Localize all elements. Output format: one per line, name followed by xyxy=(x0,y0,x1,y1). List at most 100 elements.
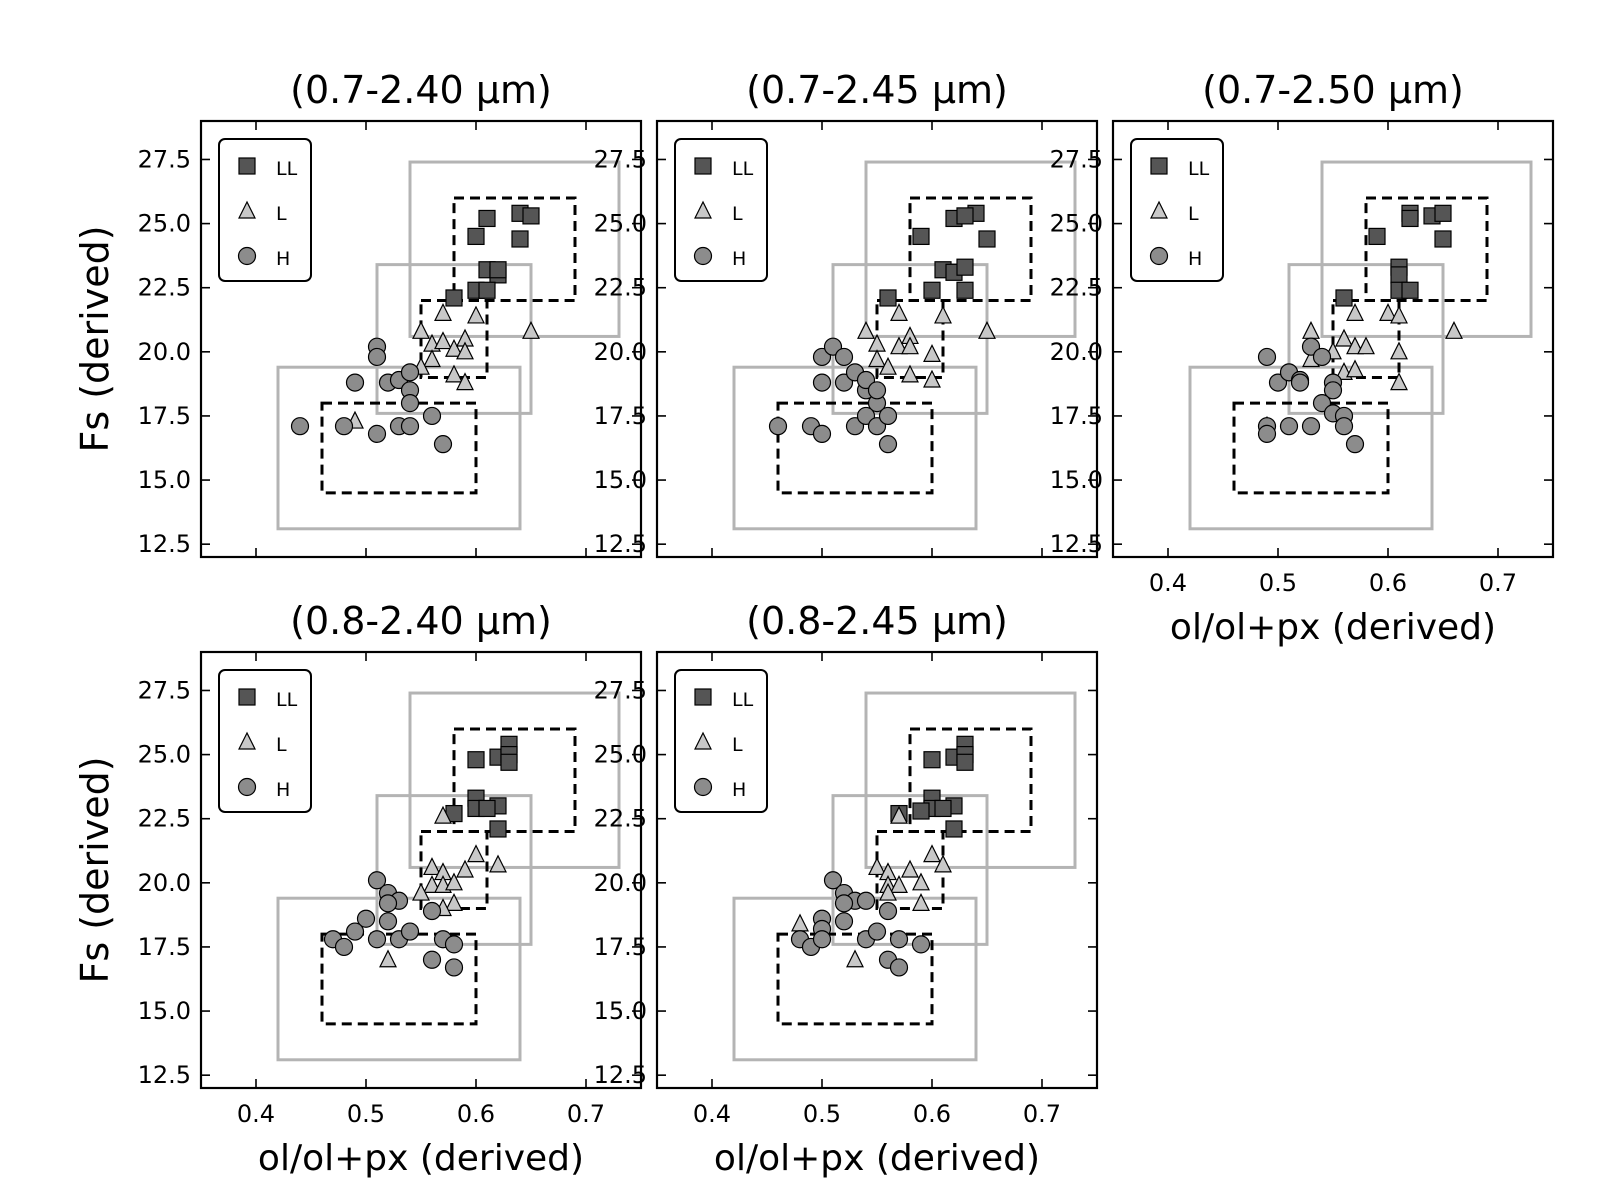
point-H xyxy=(768,417,788,436)
point-LL xyxy=(1401,281,1419,299)
x-axis-label: ol/ol+px (derived) xyxy=(714,1138,1040,1179)
point-L xyxy=(456,372,474,391)
point-H xyxy=(422,406,442,426)
point-LL xyxy=(522,207,540,225)
series-L xyxy=(346,303,540,429)
x-axis-label: ol/ol+px (derived) xyxy=(1170,607,1496,648)
point-LL xyxy=(467,227,485,246)
y-tick-label: 27.5 xyxy=(1050,145,1103,173)
point-H xyxy=(812,373,832,392)
point-H xyxy=(334,937,354,957)
panel-title: (0.8-2.45 μm) xyxy=(746,599,1008,643)
axes-frame xyxy=(655,119,1099,559)
legend-label-LL: LL xyxy=(732,158,754,180)
legend-marker-H xyxy=(693,246,713,266)
y-tick-label: 17.5 xyxy=(594,402,647,430)
legend-box xyxy=(674,138,768,282)
point-LL xyxy=(923,751,941,769)
point-LL xyxy=(912,802,930,820)
legend-marker-H xyxy=(1149,246,1169,266)
point-L xyxy=(522,320,540,339)
point-H xyxy=(345,373,365,392)
point-H xyxy=(367,424,387,443)
y-tick-label: 15.0 xyxy=(138,997,191,1025)
point-L xyxy=(423,875,441,893)
y-tick-label: 12.5 xyxy=(594,1061,647,1089)
y-axis-label: Fs (derived) xyxy=(73,225,117,452)
point-L xyxy=(1335,328,1353,347)
point-LL xyxy=(511,230,529,248)
point-LL xyxy=(489,261,507,279)
x-tick-label: 0.7 xyxy=(567,1100,605,1128)
point-H xyxy=(889,930,909,949)
point-H xyxy=(867,381,887,400)
series-H xyxy=(323,871,464,977)
panel-4: (0.8-2.40 μm)12.515.017.520.022.525.027.… xyxy=(73,599,643,1179)
legend-label-H: H xyxy=(732,248,746,270)
legend-marker-H xyxy=(237,777,257,797)
point-H xyxy=(400,394,420,413)
point-H xyxy=(290,417,310,436)
y-tick-label: 27.5 xyxy=(594,145,647,173)
y-tick-label: 15.0 xyxy=(1050,466,1103,494)
x-tick-label: 0.4 xyxy=(693,1100,731,1128)
dashed-region-box xyxy=(776,932,934,1026)
point-L xyxy=(445,872,463,891)
point-L xyxy=(868,349,886,368)
dashed-region-box xyxy=(776,401,934,495)
point-H xyxy=(444,958,464,977)
point-LL xyxy=(445,289,463,307)
point-LL xyxy=(478,209,496,228)
point-L xyxy=(912,892,930,911)
legend-label-H: H xyxy=(1188,248,1202,270)
point-LL xyxy=(1335,289,1353,307)
point-L xyxy=(1379,303,1397,321)
point-L xyxy=(445,364,463,383)
point-L xyxy=(901,364,919,383)
point-H xyxy=(356,909,376,928)
legend-marker-L xyxy=(238,200,256,219)
point-L xyxy=(923,844,941,863)
dashed-region-box xyxy=(320,932,478,1026)
point-L xyxy=(1390,341,1408,360)
point-L xyxy=(890,875,908,893)
point-H xyxy=(834,912,854,931)
y-tick-label: 17.5 xyxy=(1050,402,1103,430)
point-H xyxy=(823,871,843,890)
solid-region-box xyxy=(864,691,1077,869)
legend-label-L: L xyxy=(1188,203,1199,225)
y-tick-label: 20.0 xyxy=(138,338,191,366)
point-H xyxy=(345,922,365,941)
point-H xyxy=(856,891,876,910)
panel-title: (0.7-2.50 μm) xyxy=(1202,68,1464,112)
x-tick-label: 0.5 xyxy=(347,1100,385,1128)
point-L xyxy=(1390,372,1408,391)
point-L xyxy=(423,349,441,368)
point-H xyxy=(1334,417,1354,436)
point-H xyxy=(834,347,854,367)
point-H xyxy=(1257,347,1277,367)
solid-region-box xyxy=(1287,263,1445,415)
solid-region-box xyxy=(276,365,522,531)
legend-marker-L xyxy=(694,200,712,219)
x-tick-label: 0.6 xyxy=(1369,569,1407,597)
point-H xyxy=(911,935,931,954)
y-tick-label: 12.5 xyxy=(138,1061,191,1089)
point-L xyxy=(1445,320,1463,339)
point-L xyxy=(467,844,485,863)
legend-marker-L xyxy=(238,731,256,750)
point-L xyxy=(434,303,452,321)
point-LL xyxy=(956,753,974,771)
y-tick-label: 20.0 xyxy=(594,338,647,366)
point-H xyxy=(812,930,832,949)
dashed-region-box xyxy=(1232,401,1390,495)
axes-frame xyxy=(655,650,1099,1090)
y-tick-label: 27.5 xyxy=(138,145,191,173)
panel-1: (0.7-2.40 μm)12.515.017.520.022.525.027.… xyxy=(73,68,643,558)
y-tick-label: 12.5 xyxy=(594,530,647,558)
x-tick-label: 0.4 xyxy=(237,1100,275,1128)
point-LL xyxy=(489,820,507,838)
point-L xyxy=(868,857,886,876)
